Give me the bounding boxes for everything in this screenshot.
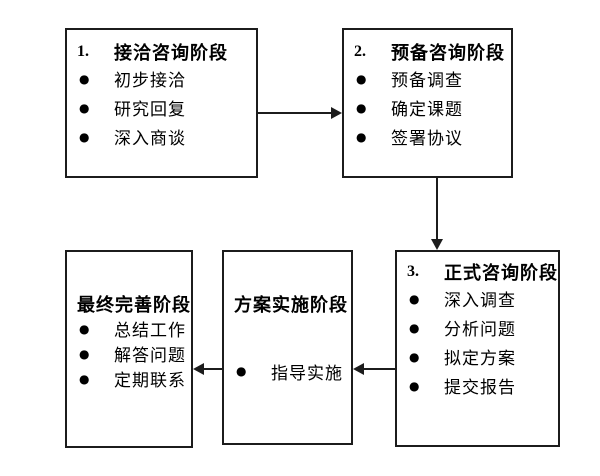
list-item: ● 指导实施: [224, 358, 351, 384]
list-item-label: 分析问题: [444, 320, 516, 339]
phase-4-title-row: 方案实施阶段: [224, 292, 351, 316]
bullet-icon: ●: [79, 100, 90, 115]
list-item-label: 拟定方案: [444, 349, 516, 368]
bullet-icon: ●: [356, 129, 367, 144]
phase-5-title: 最终完善阶段: [77, 295, 191, 315]
bullet-icon: ●: [356, 71, 367, 86]
list-item: ● 深入调查: [397, 284, 558, 313]
list-item: ● 初步接洽: [67, 64, 256, 93]
list-item: ● 提交报告: [397, 371, 558, 400]
arrow-phase4-to-phase5-line: [204, 368, 222, 370]
list-item: ● 定期联系: [67, 366, 191, 391]
arrow-phase2-to-phase3-line: [436, 178, 438, 239]
list-item: ● 确定课题: [344, 93, 511, 122]
phase-3-title-row: 3. 正式咨询阶段: [397, 260, 558, 284]
list-item-label: 预备调查: [391, 71, 463, 90]
phase-5-title-row: 最终完善阶段: [67, 292, 191, 316]
phase-1-title: 接洽咨询阶段: [114, 43, 228, 63]
list-item: ● 深入商谈: [67, 122, 256, 151]
arrow-right-icon: [331, 107, 342, 119]
list-item: ● 预备调查: [344, 64, 511, 93]
bullet-icon: ●: [409, 320, 420, 335]
bullet-icon: ●: [409, 378, 420, 393]
phase-box-4: 方案实施阶段 ● 指导实施: [222, 250, 353, 445]
phase-box-5: 最终完善阶段 ● 总结工作 ● 解答问题 ● 定期联系: [65, 250, 193, 448]
phase-1-title-row: 1. 接洽咨询阶段: [67, 40, 256, 64]
list-item: ● 拟定方案: [397, 342, 558, 371]
bullet-icon: ●: [79, 129, 90, 144]
bullet-icon: ●: [236, 364, 247, 378]
phase-box-2: 2. 预备咨询阶段 ● 预备调查 ● 确定课题 ● 签署协议: [342, 28, 513, 178]
arrow-left-icon: [353, 363, 364, 375]
list-item-label: 指导实施: [271, 363, 343, 383]
bullet-icon: ●: [409, 349, 420, 364]
phase-1-number: 1.: [77, 43, 89, 60]
phase-box-1: 1. 接洽咨询阶段 ● 初步接洽 ● 研究回复 ● 深入商谈: [65, 28, 258, 178]
list-item-label: 深入调查: [444, 291, 516, 310]
phase-3-number: 3.: [407, 263, 419, 280]
list-item: ● 总结工作: [67, 316, 191, 341]
list-item-label: 定期联系: [114, 371, 186, 390]
bullet-icon: ●: [79, 346, 90, 361]
list-item: ● 解答问题: [67, 341, 191, 366]
phase-4-title: 方案实施阶段: [234, 295, 348, 315]
phase-box-3: 3. 正式咨询阶段 ● 深入调查 ● 分析问题 ● 拟定方案 ● 提交报告: [395, 250, 560, 447]
list-item-label: 签署协议: [391, 129, 463, 148]
phase-2-number: 2.: [354, 43, 366, 60]
list-item-label: 总结工作: [114, 321, 186, 340]
phase-2-title: 预备咨询阶段: [391, 43, 505, 63]
list-item: ● 研究回复: [67, 93, 256, 122]
list-item: ● 签署协议: [344, 122, 511, 151]
phase-2-title-row: 2. 预备咨询阶段: [344, 40, 511, 64]
phase-3-title: 正式咨询阶段: [444, 263, 558, 283]
bullet-icon: ●: [79, 321, 90, 336]
arrow-phase1-to-phase2-line: [258, 112, 331, 114]
list-item-label: 初步接洽: [114, 71, 186, 90]
bullet-icon: ●: [79, 371, 90, 386]
bullet-icon: ●: [356, 100, 367, 115]
list-item-label: 研究回复: [114, 100, 186, 119]
list-item-label: 提交报告: [444, 378, 516, 397]
list-item-label: 深入商谈: [114, 129, 186, 148]
list-item: ● 分析问题: [397, 313, 558, 342]
list-item-label: 确定课题: [391, 100, 463, 119]
arrow-phase3-to-phase4-line: [364, 368, 395, 370]
list-item-label: 解答问题: [114, 346, 186, 365]
arrow-left-icon: [193, 363, 204, 375]
bullet-icon: ●: [79, 71, 90, 86]
bullet-icon: ●: [409, 291, 420, 306]
arrow-down-icon: [431, 239, 443, 250]
